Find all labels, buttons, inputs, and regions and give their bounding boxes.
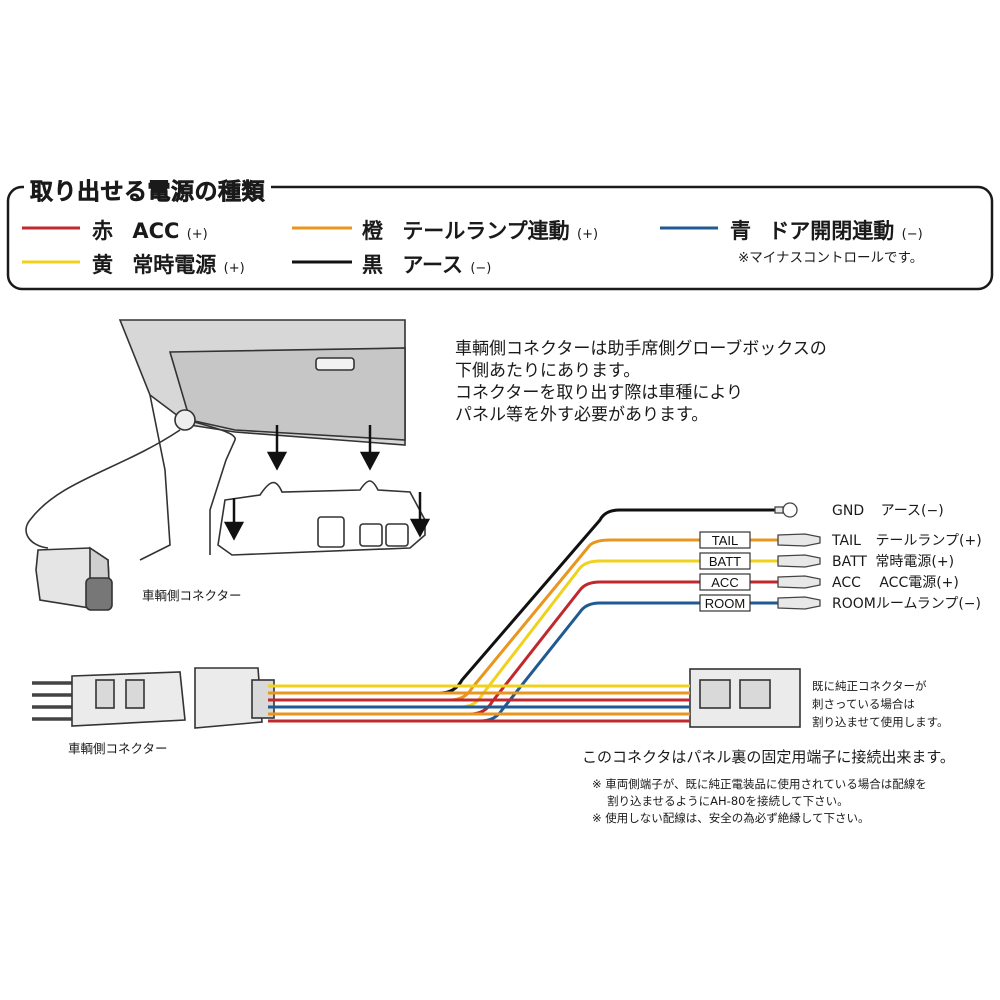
legend-red-label: ACC [132,219,180,243]
terminal-tail: TAIL テールランプ(+) [832,530,982,550]
legend-frame [6,185,994,291]
wire-tag-acc: ACC [711,575,738,590]
glovebox-illustration [25,319,431,611]
legend-minus-note: ※マイナスコントロールです。 [738,250,924,266]
legend-item-red: 赤 ACC (+) [92,215,208,245]
caution-2: 割り込ませるようにAH-80を接続して下さい。 [607,794,849,808]
legend-yellow-label: 常時電源 [132,253,217,277]
wire-tag-tail: TAIL [712,533,739,548]
location-note-line-3: コネクターを取り出す際は車種により [455,383,743,403]
terminal-room-name: ROOM [832,596,876,612]
legend-orange-color: 橙 [362,219,383,243]
legend-orange-label: テールランプ連動 [402,219,570,243]
panel-note: このコネクタはパネル裏の固定用端子に接続出来ます。 [582,748,955,766]
wire-orange [268,538,700,702]
existing-connector-note-2: 刺さっている場合は [812,697,915,711]
terminal-acc-name: ACC [832,575,861,591]
wire-tag-batt: BATT [709,554,741,569]
legend-blue-sign: (−) [901,227,923,242]
legend-red-color: 赤 [92,219,113,243]
caution-1: ※ 車両側端子が、既に純正電装品に使用されている場合は配線を [592,777,927,791]
legend-item-orange: 橙 テールランプ連動 (+) [362,215,598,245]
terminal-acc: ACC ACC電源(+) [832,572,959,592]
legend-black-sign: (−) [470,261,492,276]
caution-3: ※ 使用しない配線は、安全の為必ず絶縁して下さい。 [592,811,870,825]
vehicle-connector-label-bottom: 車輌側コネクター [68,741,168,756]
legend-yellow-sign: (+) [223,261,245,276]
harness-wires [268,508,778,723]
existing-connector-note-3: 割り込ませて使用します。 [812,715,949,729]
legend-item-blue: 青 ドア開閉連動 (−) [730,215,923,245]
legend-red-sign: (+) [186,227,208,242]
legend-item-yellow: 黄 常時電源 (+) [92,249,245,279]
legend-title: 取り出せる電源の種類 [24,172,271,206]
legend-blue-label: ドア開閉連動 [768,219,895,243]
legend-blue-color: 青 [730,219,751,243]
terminal-room: ROOMルームランプ(−) [832,593,981,613]
terminal-batt-desc: 常時電源(+) [875,554,955,570]
terminal-tail-name: TAIL [832,533,861,549]
legend-black-label: アース [402,253,464,277]
legend-black-color: 黒 [362,253,383,277]
location-note-line-4: パネル等を外す必要があります。 [455,405,709,425]
wire-tag-labels: TAIL BATT ACC ROOM [705,533,745,611]
bottom-harness [32,667,801,729]
terminal-room-desc: ルームランプ(−) [875,596,981,612]
terminal-acc-desc: ACC電源(+) [879,575,959,591]
legend-item-black: 黒 アース (−) [362,249,491,279]
terminal-batt-name: BATT [832,554,867,570]
terminal-gnd-name: GND [832,503,865,519]
vehicle-connector-label-top: 車輌側コネクター [142,588,242,603]
terminal-batt: BATT 常時電源(+) [832,551,954,571]
legend-yellow-color: 黄 [92,253,113,277]
wire-tag-room: ROOM [705,596,745,611]
wire-tag-boxes [699,531,751,612]
terminal-gnd-desc: アース(−) [880,503,944,519]
terminal-gnd: GND アース(−) [832,500,944,520]
location-note-line-2: 下側あたりにあります。 [455,361,641,381]
existing-connector-note-1: 既に純正コネクターが [812,679,927,693]
wire-blue [268,601,700,723]
legend-orange-sign: (+) [577,227,599,242]
location-note-line-1: 車輌側コネクターは助手席側グローブボックスの [455,339,827,359]
terminal-tail-desc: テールランプ(+) [875,533,982,549]
terminals [774,502,821,610]
